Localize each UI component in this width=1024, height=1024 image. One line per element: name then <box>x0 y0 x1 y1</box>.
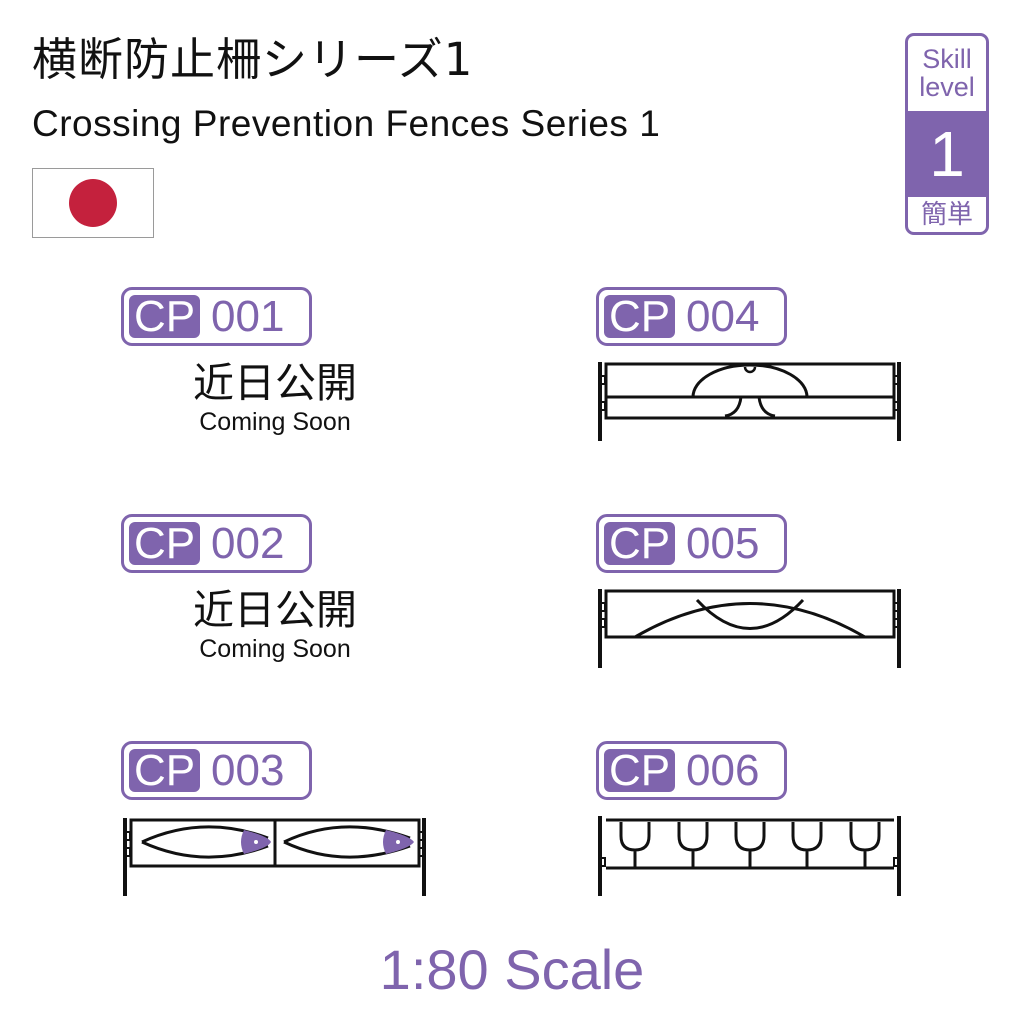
page-title-en: Crossing Prevention Fences Series 1 <box>32 103 661 144</box>
skill-label-line2: level <box>919 72 975 102</box>
product-badge-cp001: CP 001 <box>121 287 312 346</box>
skill-label-line1: Skill <box>922 44 972 74</box>
badge-prefix: CP <box>129 749 200 793</box>
skill-level-number: 1 <box>908 111 986 197</box>
badge-number: 001 <box>211 292 285 341</box>
product-badge-cp003: CP 003 <box>121 741 312 800</box>
product-badge-cp005: CP 005 <box>596 514 787 573</box>
cup-fence-icon <box>598 816 901 896</box>
skill-label: Skill level <box>908 36 986 111</box>
product-badge-cp004: CP 004 <box>596 287 787 346</box>
flag-sun <box>69 179 117 227</box>
product-badge-cp002: CP 002 <box>121 514 312 573</box>
coming-soon-jp: 近日公開 <box>193 359 357 407</box>
badge-number: 006 <box>686 746 760 795</box>
scale-label: 1:80 Scale <box>379 938 645 1001</box>
badge-prefix: CP <box>604 295 675 339</box>
skill-level-badge: Skill level 1 簡単 <box>905 33 989 235</box>
fish-fence-icon <box>123 818 426 896</box>
badge-prefix: CP <box>604 522 675 566</box>
badge-number: 002 <box>211 519 285 568</box>
badge-prefix: CP <box>129 295 200 339</box>
arch-fence-icon <box>598 589 901 668</box>
coming-soon-cp001: 近日公開 Coming Soon <box>155 358 395 436</box>
coming-soon-jp: 近日公開 <box>193 586 357 634</box>
badge-number: 003 <box>211 746 285 795</box>
skill-difficulty: 簡単 <box>920 200 973 230</box>
badge-prefix: CP <box>604 749 675 793</box>
japan-flag-icon <box>32 168 154 238</box>
badge-number: 004 <box>686 292 760 341</box>
badge-prefix: CP <box>129 522 200 566</box>
coming-soon-en: Coming Soon <box>199 408 351 436</box>
page-title-jp: 横断防止柵シリーズ1 <box>32 33 474 86</box>
coming-soon-en: Coming Soon <box>199 635 351 663</box>
coming-soon-cp002: 近日公開 Coming Soon <box>155 585 395 663</box>
half-circle-fence-icon <box>598 362 901 441</box>
badge-number: 005 <box>686 519 760 568</box>
product-badge-cp006: CP 006 <box>596 741 787 800</box>
